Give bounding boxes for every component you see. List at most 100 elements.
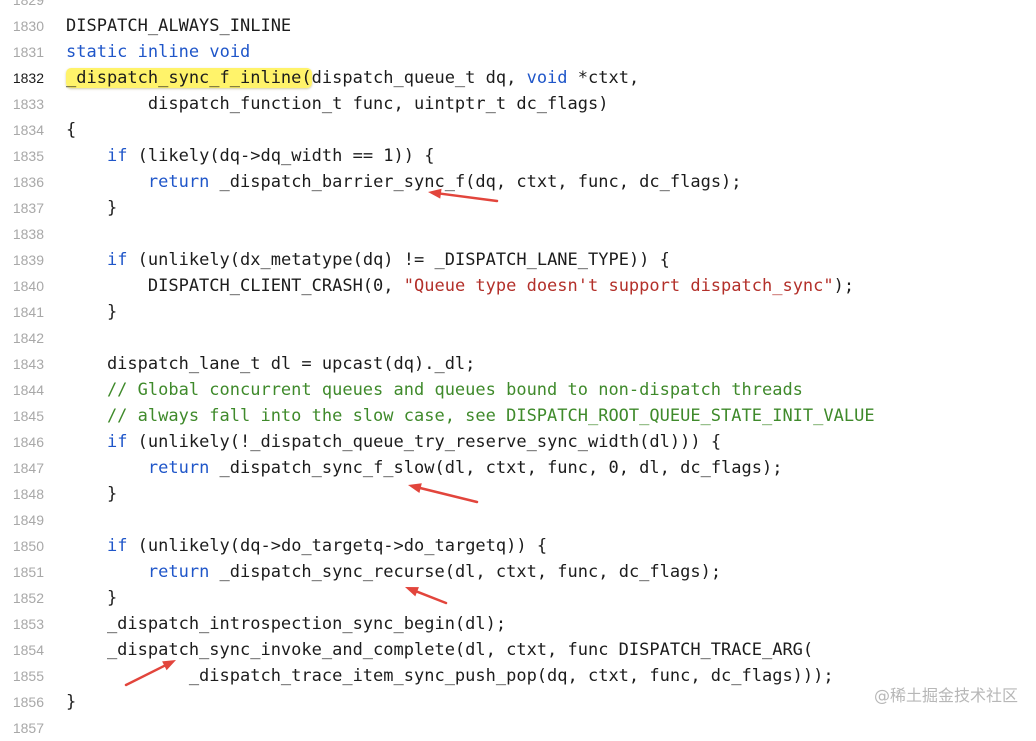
line-number: 1853: [12, 616, 44, 632]
code-token: DISPATCH_CLIENT_CRASH(0,: [66, 276, 404, 296]
line-number: 1845: [12, 408, 44, 424]
code-line[interactable]: 1851 return _dispatch_sync_recurse(dl, c…: [0, 559, 1036, 585]
code-text: // Global concurrent queues and queues b…: [66, 377, 803, 403]
keyword-token: if: [106, 536, 128, 556]
code-token: }: [66, 198, 118, 218]
code-token: _dispatch_trace_item_sync_push_pop(dq, c…: [66, 666, 834, 686]
code-line[interactable]: 1841 }: [0, 299, 1036, 325]
keyword-token: static: [66, 42, 128, 62]
code-token: [66, 250, 107, 270]
line-number: 1846: [12, 434, 44, 450]
code-token: [66, 536, 107, 556]
line-number: 1829: [12, 0, 44, 8]
code-token: [199, 42, 209, 62]
code-line[interactable]: 1839 if (unlikely(dx_metatype(dq) != _DI…: [0, 247, 1036, 273]
line-number: 1844: [12, 382, 44, 398]
code-token: [66, 172, 148, 192]
line-number: 1856: [12, 694, 44, 710]
line-number: 1852: [12, 590, 44, 606]
line-number: 1841: [12, 304, 44, 320]
line-number: 1837: [12, 200, 44, 216]
code-line[interactable]: 1838: [0, 221, 1036, 247]
code-line[interactable]: 1857: [0, 715, 1036, 741]
line-number: 1836: [12, 174, 44, 190]
code-text: _dispatch_sync_invoke_and_complete(dl, c…: [66, 637, 813, 663]
code-token: [127, 42, 137, 62]
line-number: 1855: [12, 668, 44, 684]
code-line[interactable]: 1832_dispatch_sync_f_inline(dispatch_que…: [0, 65, 1036, 91]
code-text: _dispatch_sync_f_inline(dispatch_queue_t…: [66, 65, 639, 91]
code-text: dispatch_lane_t dl = upcast(dq)._dl;: [66, 351, 475, 377]
line-number: 1847: [12, 460, 44, 476]
line-number: 1854: [12, 642, 44, 658]
code-line[interactable]: 1853 _dispatch_introspection_sync_begin(…: [0, 611, 1036, 637]
code-token: _dispatch_sync_f_slow(dl, ctxt, func, 0,…: [209, 458, 783, 478]
code-token: _dispatch_sync_invoke_and_complete(dl, c…: [66, 640, 814, 660]
line-number: 1839: [12, 252, 44, 268]
code-line[interactable]: 1855 _dispatch_trace_item_sync_push_pop(…: [0, 663, 1036, 689]
code-token: (unlikely(!_dispatch_queue_try_reserve_s…: [127, 432, 722, 452]
line-number: 1833: [12, 96, 44, 112]
code-text: if (unlikely(dq->do_targetq->do_targetq)…: [66, 533, 547, 559]
highlighted-function-name: _dispatch_sync_f_inline(: [66, 68, 312, 88]
code-token: dispatch_queue_t dq,: [311, 68, 527, 88]
code-token: [66, 432, 107, 452]
code-token: (unlikely(dx_metatype(dq) != _DISPATCH_L…: [127, 250, 670, 270]
code-token: (unlikely(dq->do_targetq->do_targetq)) {: [127, 536, 548, 556]
code-token: );: [833, 276, 855, 296]
code-line[interactable]: 1856}: [0, 689, 1036, 715]
code-line[interactable]: 1850 if (unlikely(dq->do_targetq->do_tar…: [0, 533, 1036, 559]
keyword-token: void: [209, 42, 251, 62]
code-line[interactable]: 1842: [0, 325, 1036, 351]
code-line[interactable]: 1846 if (unlikely(!_dispatch_queue_try_r…: [0, 429, 1036, 455]
code-text: if (unlikely(!_dispatch_queue_try_reserv…: [66, 429, 721, 455]
code-token: (likely(dq->dq_width == 1)) {: [127, 146, 435, 166]
code-line[interactable]: 1840 DISPATCH_CLIENT_CRASH(0, "Queue typ…: [0, 273, 1036, 299]
code-token: [66, 146, 107, 166]
comment-token: // Global concurrent queues and queues b…: [66, 380, 803, 400]
code-line[interactable]: 1844 // Global concurrent queues and que…: [0, 377, 1036, 403]
line-number: 1857: [12, 720, 44, 736]
code-line[interactable]: 1847 return _dispatch_sync_f_slow(dl, ct…: [0, 455, 1036, 481]
code-line[interactable]: 1845 // always fall into the slow case, …: [0, 403, 1036, 429]
keyword-token: return: [147, 562, 210, 582]
line-number: 1842: [12, 330, 44, 346]
code-token: [66, 562, 148, 582]
code-text: }: [66, 195, 117, 221]
keyword-token: if: [106, 146, 128, 166]
line-number: 1851: [12, 564, 44, 580]
code-text: // always fall into the slow case, see D…: [66, 403, 875, 429]
keyword-token: return: [147, 458, 210, 478]
code-line[interactable]: 1829: [0, 0, 1036, 13]
code-text: }: [66, 481, 117, 507]
code-text: }: [66, 299, 117, 325]
code-line[interactable]: 1837 }: [0, 195, 1036, 221]
code-line[interactable]: 1835 if (likely(dq->dq_width == 1)) {: [0, 143, 1036, 169]
code-text: _dispatch_introspection_sync_begin(dl);: [66, 611, 506, 637]
code-line[interactable]: 1843 dispatch_lane_t dl = upcast(dq)._dl…: [0, 351, 1036, 377]
line-number: 1843: [12, 356, 44, 372]
code-text: if (likely(dq->dq_width == 1)) {: [66, 143, 435, 169]
code-text: }: [66, 585, 117, 611]
code-line[interactable]: 1852 }: [0, 585, 1036, 611]
code-token: DISPATCH_ALWAYS_INLINE: [66, 16, 292, 36]
string-token: "Queue type doesn't support dispatch_syn…: [403, 276, 834, 296]
line-number: 1850: [12, 538, 44, 554]
line-number: 1848: [12, 486, 44, 502]
watermark: @稀土掘金技术社区: [873, 686, 1018, 705]
code-line[interactable]: 1834{: [0, 117, 1036, 143]
line-number: 1831: [12, 44, 44, 60]
code-text: }: [66, 689, 76, 715]
code-line[interactable]: 1848 }: [0, 481, 1036, 507]
code-line[interactable]: 1854 _dispatch_sync_invoke_and_complete(…: [0, 637, 1036, 663]
code-text: _dispatch_trace_item_sync_push_pop(dq, c…: [66, 663, 834, 689]
code-line[interactable]: 1849: [0, 507, 1036, 533]
code-text: return _dispatch_sync_f_slow(dl, ctxt, f…: [66, 455, 783, 481]
code-line[interactable]: 1833 dispatch_function_t func, uintptr_t…: [0, 91, 1036, 117]
line-number: 1840: [12, 278, 44, 294]
code-line[interactable]: 1836 return _dispatch_barrier_sync_f(dq,…: [0, 169, 1036, 195]
code-token: *ctxt,: [567, 68, 640, 88]
